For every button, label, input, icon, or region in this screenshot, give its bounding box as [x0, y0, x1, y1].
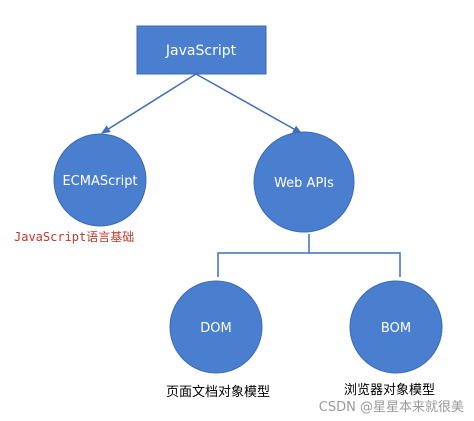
caption-bom: 浏览器对象模型 [344, 383, 436, 398]
node-webapis-label: Web APIs [274, 176, 334, 191]
node-bom-label: BOM [381, 321, 411, 336]
caption-dom: 页面文档对象模型 [166, 385, 271, 400]
node-ecmascript-circle [53, 133, 147, 227]
node-dom-circle [169, 280, 263, 374]
bracket-webapis-to-dom-bom [217, 234, 401, 277]
caption-ecmascript: JavaScript语言基础 [14, 230, 135, 244]
node-webapis-circle [253, 131, 355, 233]
node-dom-label: DOM [200, 321, 231, 336]
node-bom-circle [349, 280, 443, 374]
watermark: CSDN @星星本来就很美 [318, 400, 464, 415]
arrow-javascript-to-ecmascript [101, 73, 197, 134]
arrow-javascript-to-webapis [195, 73, 302, 134]
node-javascript-box [136, 25, 267, 75]
node-ecmascript-label: ECMAScript [62, 174, 137, 189]
node-javascript-label: JavaScript [165, 43, 237, 59]
